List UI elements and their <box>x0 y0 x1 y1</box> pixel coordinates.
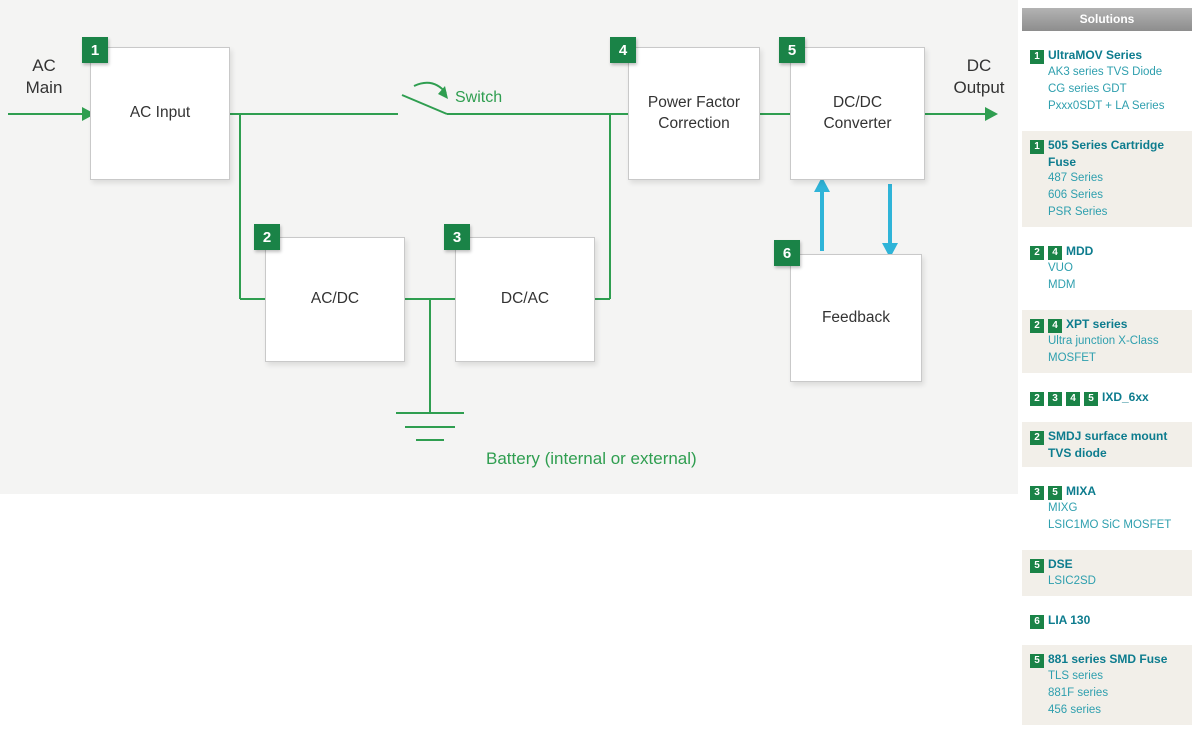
solution-sub-link[interactable]: LSIC1MO SiC MOSFET <box>1048 519 1172 531</box>
step-badge: 2 <box>1030 392 1044 406</box>
solution-sub-link[interactable]: 881F series <box>1048 687 1109 699</box>
solution-title-link[interactable]: DSE <box>1048 557 1073 571</box>
step-badge-6: 6 <box>774 240 800 266</box>
feedback-down-arrow <box>882 184 898 258</box>
block-label: Power Factor Correction <box>647 93 741 132</box>
block-label: AC/DC <box>310 290 360 308</box>
block-dc-dc-converter: DC/DC Converter <box>790 47 925 180</box>
step-badge: 5 <box>1084 392 1098 406</box>
block-dc-ac: DC/AC <box>455 237 595 362</box>
block-label: Feedback <box>821 308 891 326</box>
step-badge: 6 <box>1030 615 1044 629</box>
solution-title-link[interactable]: MDD <box>1066 244 1094 258</box>
solution-title-link[interactable]: XPT series <box>1066 317 1128 331</box>
solution-sub-link[interactable]: Ultra junction X-Class MOSFET <box>1048 335 1159 364</box>
step-badge-2: 2 <box>254 224 280 250</box>
solution-title-link[interactable]: 505 Series Cartridge Fuse <box>1048 138 1165 169</box>
block-feedback: Feedback <box>790 254 922 382</box>
solution-item-header: 1 505 Series Cartridge Fuse <box>1030 137 1184 170</box>
solution-sub-link[interactable]: LSIC2SD <box>1048 575 1096 587</box>
ac-input-arrowhead <box>82 107 95 121</box>
solution-item-header: 2 SMDJ surface mount TVS diode <box>1030 428 1184 461</box>
solution-item-header: 6 LIA 130 <box>1030 612 1184 629</box>
solution-item-header: 1 UltraMOV Series <box>1030 47 1184 64</box>
block-label: DC/AC <box>500 290 550 308</box>
dc-output-label: DC Output <box>953 56 1005 98</box>
step-badge: 5 <box>1030 654 1044 668</box>
step-badge-5: 5 <box>779 37 805 63</box>
step-badge: 4 <box>1048 319 1062 333</box>
step-badge-3: 3 <box>444 224 470 250</box>
step-badge: 2 <box>1030 431 1044 445</box>
solution-sub-link[interactable]: AK3 series TVS Diode <box>1048 66 1163 78</box>
step-badge: 3 <box>1048 392 1062 406</box>
step-badge: 2 <box>1030 246 1044 260</box>
block-diagram-panel: AC Input AC/DC DC/AC Power Factor Correc… <box>0 0 1018 494</box>
block-label: AC Input <box>129 104 191 122</box>
solution-item: 6 LIA 130 <box>1022 606 1192 635</box>
solutions-header: Solutions <box>1022 8 1192 31</box>
switch-arrowhead <box>438 86 448 99</box>
feedback-up-arrow <box>814 177 830 251</box>
block-ac-input: AC Input <box>90 47 230 180</box>
step-badge-4: 4 <box>610 37 636 63</box>
step-badge: 5 <box>1030 559 1044 573</box>
solution-title-link[interactable]: SMDJ surface mount TVS diode <box>1048 429 1168 460</box>
step-badge: 2 <box>1030 319 1044 333</box>
solution-item-header: 5 DSE <box>1030 556 1184 573</box>
solution-sub-link[interactable]: Pxxx0SDT + LA Series <box>1048 100 1165 112</box>
step-badge: 3 <box>1030 486 1044 500</box>
solution-sub-link[interactable]: 487 Series <box>1048 172 1103 184</box>
solution-sub-link[interactable]: PSR Series <box>1048 206 1108 218</box>
solution-title-link[interactable]: IXD_6xx <box>1102 390 1149 404</box>
step-badge: 1 <box>1030 140 1044 154</box>
step-badge-1: 1 <box>82 37 108 63</box>
step-badge: 4 <box>1048 246 1062 260</box>
block-ac-dc: AC/DC <box>265 237 405 362</box>
step-badge: 4 <box>1066 392 1080 406</box>
ac-main-label: AC Main <box>25 56 63 98</box>
solution-item-header: 5 881 series SMD Fuse <box>1030 651 1184 668</box>
switch-icon <box>401 81 448 115</box>
dc-output-arrowhead <box>985 107 998 121</box>
solution-title-link[interactable]: UltraMOV Series <box>1048 48 1143 62</box>
solution-sub-link[interactable]: MDM <box>1048 279 1076 291</box>
solution-item: 2 SMDJ surface mount TVS diode <box>1022 422 1192 467</box>
switch-label: Switch <box>455 89 503 106</box>
battery-icon <box>396 299 464 441</box>
solution-sub-link[interactable]: VUO <box>1048 262 1073 274</box>
solution-sub-link[interactable]: 456 series <box>1048 704 1102 716</box>
solution-sub-link[interactable]: MIXG <box>1048 502 1078 514</box>
battery-label: Battery (internal or external) <box>486 449 697 468</box>
connection-wires <box>8 81 998 441</box>
block-power-factor-correction: Power Factor Correction <box>628 47 760 180</box>
solution-sub-link[interactable]: TLS series <box>1048 670 1103 682</box>
step-badge: 1 <box>1030 50 1044 64</box>
solution-title-link[interactable]: 881 series SMD Fuse <box>1048 652 1168 666</box>
solution-item: 5 DSE LSIC2SD <box>1022 550 1192 596</box>
solution-sub-link[interactable]: 606 Series <box>1048 189 1103 201</box>
solution-title-link[interactable]: MIXA <box>1066 484 1096 498</box>
solution-item: 1 505 Series Cartridge Fuse 487 Series 606 … <box>1022 131 1192 227</box>
step-badge: 5 <box>1048 486 1062 500</box>
block-label: DC/DC Converter <box>823 93 892 132</box>
solution-sub-link[interactable]: CG series GDT <box>1048 83 1127 95</box>
solution-title-link[interactable]: LIA 130 <box>1048 613 1091 627</box>
